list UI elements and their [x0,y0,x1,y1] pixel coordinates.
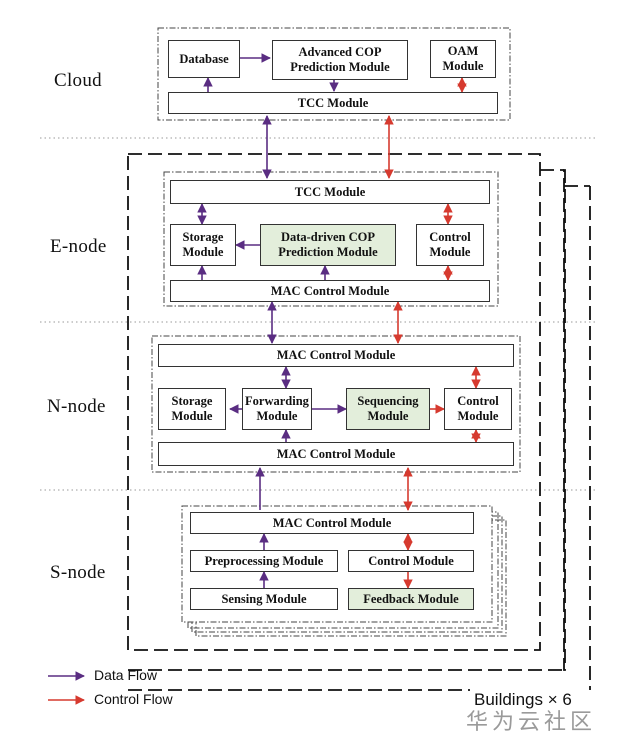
cloud-oam-module: OAM Module [430,40,496,78]
buildings-count-label: Buildings × 6 [474,690,572,709]
legend-control-flow-label: Control Flow [94,691,173,707]
snode-control-module: Control Module [348,550,474,572]
nnode-control-module: Control Module [444,388,512,430]
control-flow-arrows [384,77,481,589]
enode-control-module: Control Module [416,224,484,266]
node-containers [151,27,521,637]
cloud-tcc-module: TCC Module [168,92,498,114]
layer-label-nnode: N-node [47,396,106,417]
building-frames [127,153,591,691]
enode-tcc-module: TCC Module [170,180,490,204]
data-flow-arrows [197,53,347,588]
legend-data-flow-label: Data Flow [94,667,158,683]
cloud-container [157,27,511,121]
layer-label-snode: S-node [50,562,106,583]
enode-container [163,171,499,307]
nnode-storage-module: Storage Module [158,388,226,430]
nnode-sequencing-module: Sequencing Module [346,388,430,430]
enode-data-driven-cop-module: Data-driven COP Prediction Module [260,224,396,266]
snode-mac-control-module: MAC Control Module [190,512,474,534]
layer-label-cloud: Cloud [54,70,102,91]
watermark: 华为云社区 [466,710,597,735]
cloud-advanced-cop-module: Advanced COP Prediction Module [272,40,408,80]
nnode-mac-control-module-top: MAC Control Module [158,344,514,367]
building-frame-2-side [563,169,566,671]
cloud-database-module: Database [168,40,240,78]
nnode-container [151,335,521,473]
enode-storage-module: Storage Module [170,224,236,266]
snode-sensing-module: Sensing Module [190,588,338,610]
snode-feedback-module: Feedback Module [348,588,474,610]
enode-mac-control-module: MAC Control Module [170,280,490,302]
building-frame-1 [127,153,541,651]
layer-label-enode: E-node [50,236,107,257]
snode-preprocessing-module: Preprocessing Module [190,550,338,572]
nnode-forwarding-module: Forwarding Module [242,388,312,430]
nnode-mac-control-module-bottom: MAC Control Module [158,442,514,466]
